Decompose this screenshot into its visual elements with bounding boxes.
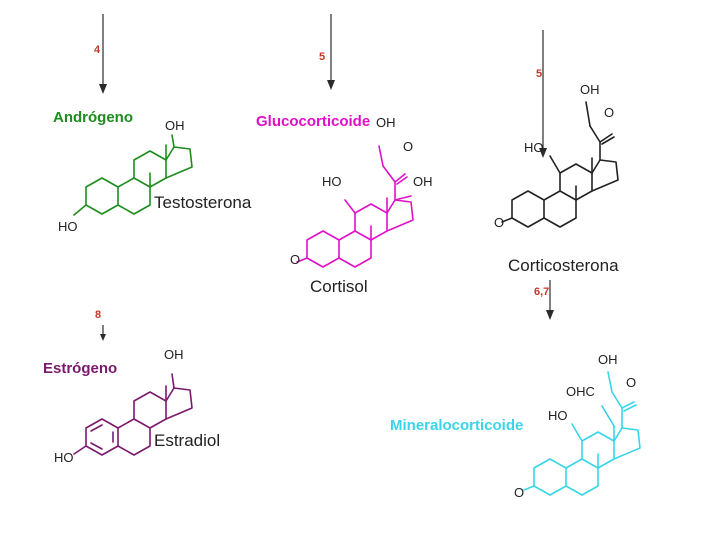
- cortisol-c21-oh-group: OH: [376, 115, 396, 130]
- compound-name-testosterone: Testosterona: [154, 193, 252, 212]
- aldosterone-c3-o-group: O: [514, 485, 524, 500]
- corticosterone-c20-o-group: O: [604, 105, 614, 120]
- estradiol-structure: [73, 373, 193, 456]
- corticosterone-c11-ho-group: HO: [524, 140, 544, 155]
- corticosterone-structure: [501, 101, 619, 228]
- class-label-androgen: Andrógeno: [53, 109, 133, 126]
- compound-name-corticosterone: Corticosterona: [508, 256, 619, 275]
- step-number-corticosterone: 5: [536, 68, 542, 80]
- testosterone-ho-group: HO: [58, 219, 78, 234]
- cortisol-c3-o-group: O: [290, 252, 300, 267]
- step-number-mineralocorticoid: 6,7: [534, 286, 549, 298]
- arrow-head-glucocorticoid: [327, 80, 335, 90]
- step-number-glucocorticoid: 5: [319, 51, 325, 63]
- class-label-mineralocorticoid: Mineralocorticoide: [390, 417, 523, 434]
- testosterone-structure: [73, 134, 193, 216]
- cortisol-c20-o-group: O: [403, 139, 413, 154]
- corticosterone-group: 5 OH O HO O Corticosterona: [494, 30, 619, 275]
- corticosterone-c21-oh-group: OH: [580, 82, 600, 97]
- step-number-estrogen: 8: [95, 309, 101, 321]
- aldosterone-c21-oh-group: OH: [598, 352, 618, 367]
- corticosterone-c3-o-group: O: [494, 215, 504, 230]
- arrow-head-estrogen: [100, 334, 106, 341]
- compound-name-cortisol: Cortisol: [310, 277, 368, 296]
- arrow-head-corticosterone: [539, 148, 547, 158]
- arrow-head-mineralocorticoid: [546, 310, 554, 320]
- cortisol-structure: [296, 145, 414, 268]
- aldosterone-structure: [523, 371, 641, 496]
- class-label-glucocorticoid: Glucocorticoide: [256, 113, 370, 130]
- cortisol-c11-ho-group: HO: [322, 174, 342, 189]
- arrow-head-androgen: [99, 84, 107, 94]
- estradiol-ho-group: HO: [54, 450, 74, 465]
- compound-name-estradiol: Estradiol: [154, 431, 220, 450]
- estradiol-oh-group: OH: [164, 347, 184, 362]
- glucocorticoid-group: 5 Glucocorticoide OH O HO OH O Cortisol: [256, 14, 433, 296]
- aldosterone-c20-o-group: O: [626, 375, 636, 390]
- step-number-androgen: 4: [94, 44, 101, 56]
- aldosterone-c18-ohc-group: OHC: [566, 384, 595, 399]
- class-label-estrogen: Estrógeno: [43, 360, 117, 377]
- estrogen-group: 8 Estrógeno OH HO Estradiol: [43, 309, 220, 465]
- cortisol-c17-oh-group: OH: [413, 174, 433, 189]
- androgen-group: 4 Andrógeno OH HO Testosterona: [53, 14, 252, 234]
- aldosterone-c11-ho-group: HO: [548, 408, 568, 423]
- testosterone-oh-group: OH: [165, 118, 185, 133]
- mineralocorticoid-group: 6,7 Mineralocorticoide OH O OHC HO O: [390, 280, 641, 500]
